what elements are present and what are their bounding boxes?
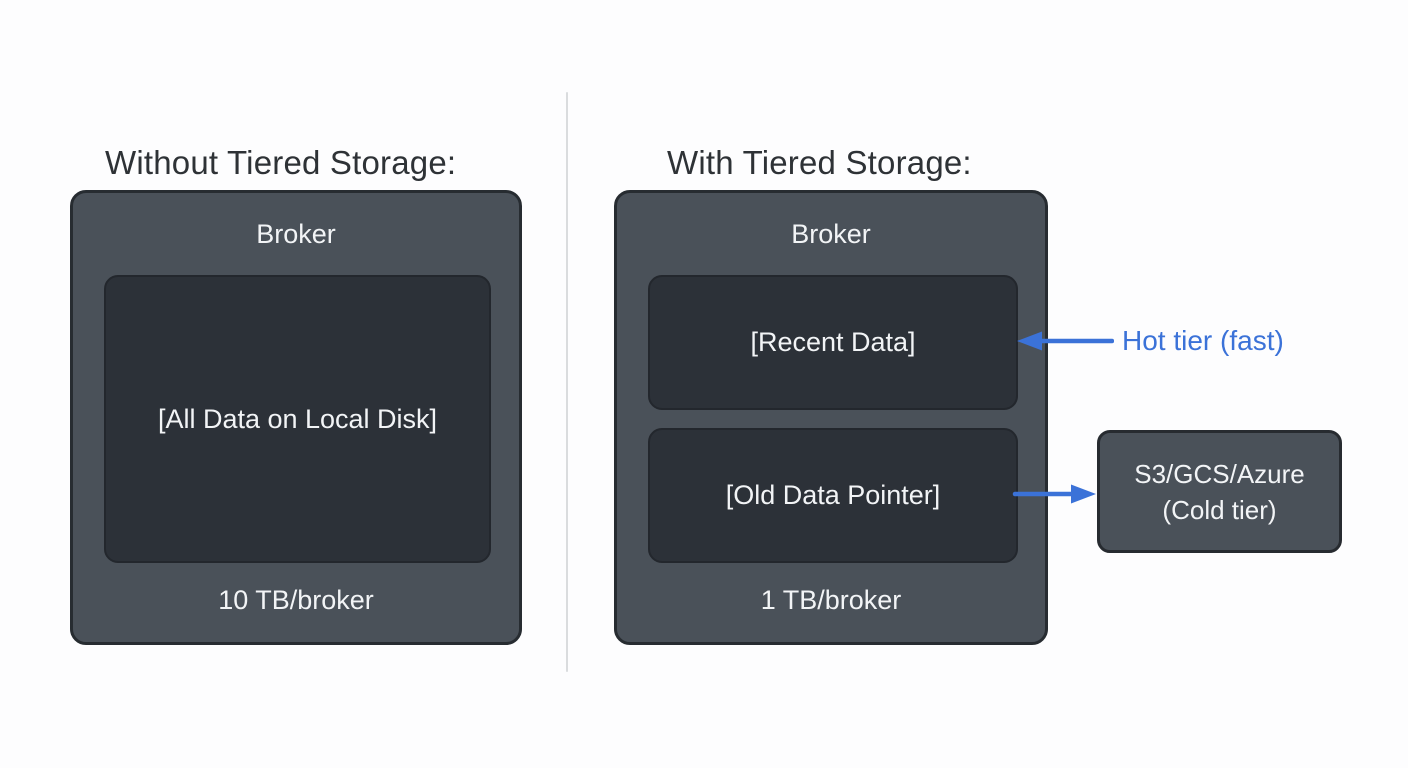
broker-box-without-tiering: Broker [All Data on Local Disk] 10 TB/br… bbox=[70, 190, 522, 645]
broker-title: Broker bbox=[791, 219, 871, 249]
cold-tier-arrow bbox=[1012, 484, 1096, 504]
hot-tier-arrowhead-icon bbox=[1017, 331, 1042, 351]
old-data-pointer-label: [Old Data Pointer] bbox=[725, 480, 941, 510]
recent-data-box: [Recent Data] bbox=[648, 275, 1018, 410]
hot-tier-arrow bbox=[1017, 331, 1114, 351]
capacity-label-with: 1 TB/broker bbox=[760, 585, 902, 615]
cold-tier-line1: S3/GCS/Azure bbox=[1134, 458, 1305, 489]
panel-divider bbox=[566, 92, 568, 672]
all-data-on-local-disk-box: [All Data on Local Disk] bbox=[104, 275, 491, 563]
cold-tier-arrowhead-icon bbox=[1071, 484, 1096, 504]
capacity-label-without: 10 TB/broker bbox=[218, 585, 374, 615]
cold-tier-box: S3/GCS/Azure (Cold tier) bbox=[1097, 430, 1342, 553]
hot-tier-label: Hot tier (fast) bbox=[1122, 325, 1284, 356]
left-panel-heading: Without Tiered Storage: bbox=[105, 144, 457, 182]
broker-title: Broker bbox=[256, 219, 336, 249]
broker-box-with-tiering: Broker [Recent Data] [Old Data Pointer] … bbox=[614, 190, 1048, 645]
cold-tier-line2: (Cold tier) bbox=[1162, 494, 1277, 525]
recent-data-label: [Recent Data] bbox=[750, 327, 916, 357]
old-data-pointer-box: [Old Data Pointer] bbox=[648, 428, 1018, 563]
right-panel-heading: With Tiered Storage: bbox=[667, 144, 972, 182]
all-data-label: [All Data on Local Disk] bbox=[157, 403, 438, 434]
